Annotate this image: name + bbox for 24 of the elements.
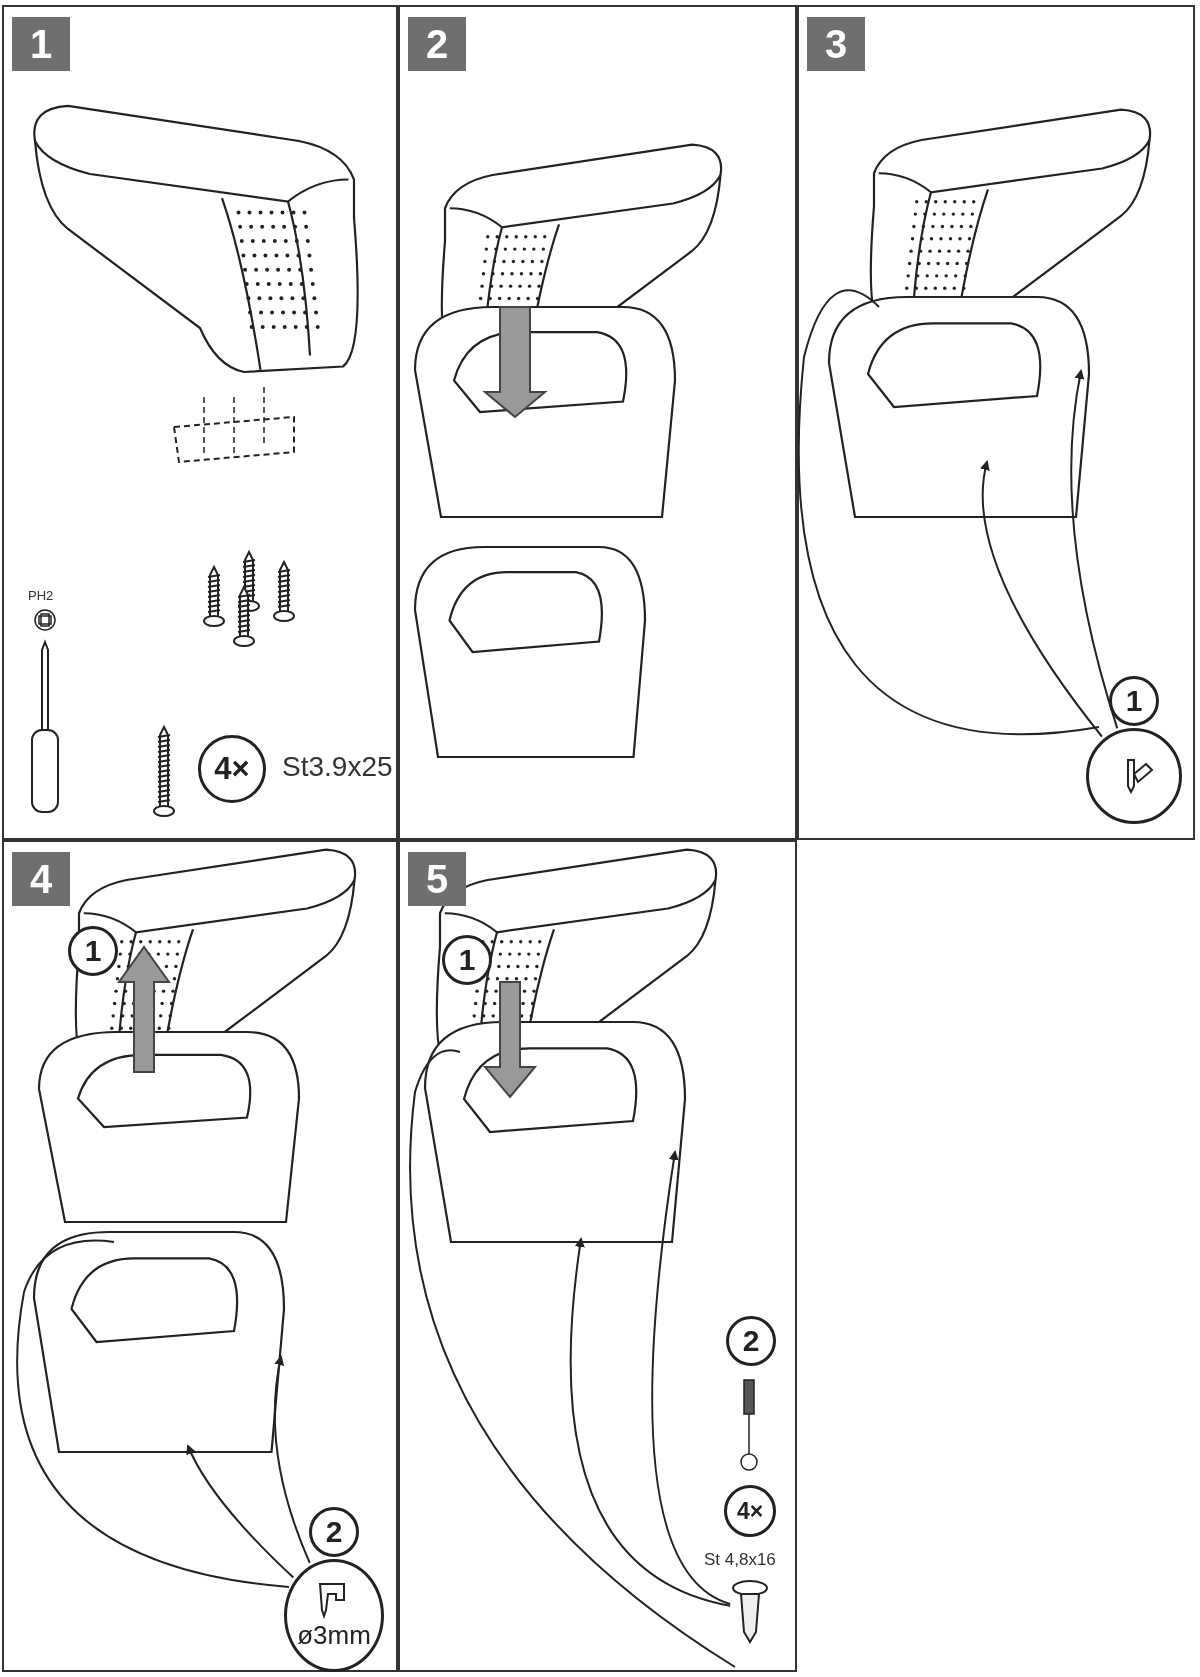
step-number: 2 xyxy=(408,17,466,71)
spec-text: PH2 xyxy=(28,588,54,603)
leader-line xyxy=(651,1150,732,1605)
screw-size-text: St3.9x25 xyxy=(282,751,393,783)
leader-line xyxy=(569,1237,732,1607)
step-number: 3 xyxy=(807,17,865,71)
drill-size-text: ø3mm xyxy=(297,1620,371,1651)
step-number: 4 xyxy=(12,852,70,906)
quantity-circle: 4× xyxy=(724,1485,776,1537)
leader-line xyxy=(186,1444,295,1579)
leader-line xyxy=(273,1355,311,1564)
step-number: 1 xyxy=(12,17,70,71)
detail-callout xyxy=(1086,676,1182,824)
callout-number: 2 xyxy=(309,1507,359,1557)
leader-line xyxy=(980,460,1103,738)
leader-line xyxy=(1070,369,1119,730)
callout-number: 1 xyxy=(68,926,118,976)
callout-number: 1 xyxy=(1109,676,1159,726)
quantity-circle: 4× xyxy=(198,735,266,803)
step-number: 5 xyxy=(408,852,466,906)
screw-size-text: St 4,8x16 xyxy=(704,1550,776,1570)
callout-number: 2 xyxy=(726,1316,776,1366)
screw-picture xyxy=(732,1580,768,1642)
detail-callout xyxy=(284,1507,384,1672)
